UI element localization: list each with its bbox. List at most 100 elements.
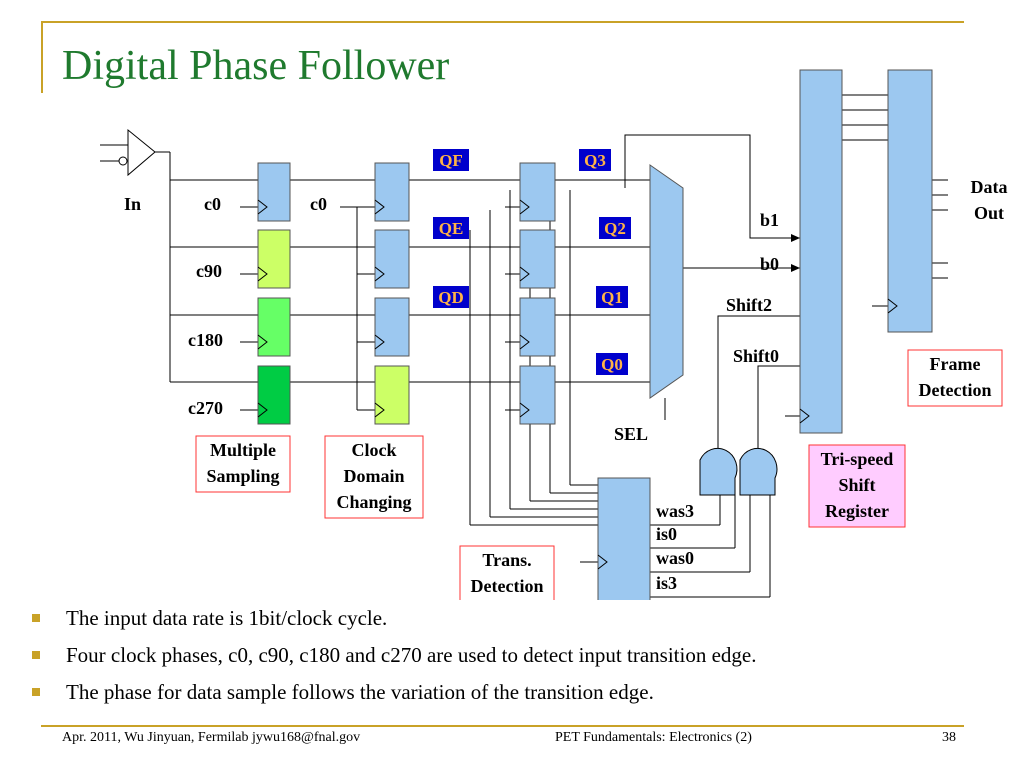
trans-detection-line1: Trans. [482,550,531,570]
q-label-bg-qf [433,149,469,171]
q-label-bg-q2 [599,217,631,239]
clock-edge-marker [374,334,385,350]
signal-was0: was0 [656,548,694,568]
frame-register [887,69,933,333]
clock-edge-marker [257,402,268,418]
q-label-q2: Q2 [604,219,626,238]
pipeline-register [519,162,556,222]
data-out-line2: Out [974,203,1004,223]
signal-is0: is0 [656,524,677,544]
clock-edge-marker [257,266,268,282]
frame-detection-line2: Detection [919,380,992,400]
clock-edge-marker [374,402,385,418]
tri-speed-line1: Tri-speed [821,449,894,469]
bullet-marker [32,651,40,659]
and-gate [739,447,778,496]
slide-title: Digital Phase Follower [62,43,450,89]
bullet-item: The phase for data sample follows the va… [30,677,756,714]
signal-is3: is3 [656,573,677,593]
trans-detection-line2: Detection [471,576,544,596]
clock-label-c0-second: c0 [310,194,327,214]
shift-register [799,69,843,434]
tri-speed-box [808,444,906,528]
data-out-line1: Data [971,177,1008,197]
frame-detection-line1: Frame [930,354,981,374]
clock-label-c270: c270 [188,398,223,418]
q-label-qd: QD [438,288,464,307]
clock-label-c0: c0 [204,194,221,214]
clock-edge-marker [597,554,608,570]
bullet-text: The phase for data sample follows the va… [66,680,654,704]
clock-edge-marker [519,334,530,350]
wire [717,315,800,460]
bullet-text: The input data rate is 1bit/clock cycle. [66,606,388,630]
domain-register [374,229,410,289]
inverter-bubble [118,156,128,166]
arrow-head [791,264,800,272]
clock-edge-marker [519,199,530,215]
and-gate [699,447,738,496]
clock-edge-marker [887,298,898,314]
phase-follower-diagram: In c0 c90 c180 c270 c0 b1 b0 Shift2 Shif… [100,69,1008,600]
q-label-bg-qd [433,286,469,308]
multiple-sampling-line1: Multiple [210,440,276,460]
tri-speed-line3: Register [825,501,889,521]
footer-line [41,725,964,727]
input-label: In [124,194,141,214]
sampling-register [257,229,291,289]
q-label-q3: Q3 [584,151,606,170]
tri-speed-line2: Shift [838,475,875,495]
wires [100,94,948,598]
bullet-list: The input data rate is 1bit/clock cycle.… [30,603,756,714]
multiplexer [649,164,684,399]
bullet-marker [32,688,40,696]
wire [624,134,800,239]
title-accent-bar [41,21,43,93]
clock-edge-marker [799,408,810,424]
input-buffer [127,128,156,177]
signal-shift0: Shift0 [733,346,779,366]
q-label-bg-q1 [596,286,628,308]
signal-shift2: Shift2 [726,295,772,315]
bullet-item: The input data rate is 1bit/clock cycle. [30,603,756,640]
clock-edge-marker [519,266,530,282]
q-label-q0: Q0 [601,355,623,374]
transition-register [597,477,651,600]
clock-edge-marker [257,334,268,350]
bullet-text: Four clock phases, c0, c90, c180 and c27… [66,643,757,667]
parts [118,69,933,600]
bullet-marker [32,614,40,622]
multiple-sampling-line2: Sampling [206,466,279,486]
clock-edge-marker [374,266,385,282]
sampling-register [257,162,291,222]
clock-label-c180: c180 [188,330,223,350]
q-label-q1: Q1 [601,288,623,307]
signal-b0: b0 [760,254,779,274]
pipeline-register [519,297,556,357]
signal-was3: was3 [656,501,694,521]
q-label-qf: QF [439,151,463,170]
clock-label-c90: c90 [196,261,222,281]
footer-center: PET Fundamentals: Electronics (2) [555,730,752,745]
q-label-bg-q0 [596,353,628,375]
signal-b1: b1 [760,210,779,230]
q-label-bg-qe [433,217,469,239]
frame-detection-box [907,349,1003,407]
wire [757,365,800,460]
clock-domain-line1: Clock [352,440,397,460]
footer-left: Apr. 2011, Wu Jinyuan, Fermilab jywu168@… [62,730,361,745]
clock-domain-box [324,435,424,519]
sampling-register [257,365,291,425]
arrow-head [791,234,800,242]
clock-domain-line2: Domain [343,466,404,486]
trans-detection-box [459,545,555,600]
clock-edge-marker [519,402,530,418]
domain-register [374,297,410,357]
signal-sel: SEL [614,424,648,444]
clock-edge-marker [257,199,268,215]
domain-register [374,365,410,425]
multiple-sampling-box [195,435,291,493]
sampling-register [257,297,291,357]
clock-domain-line3: Changing [336,492,411,512]
pipeline-register [519,365,556,425]
